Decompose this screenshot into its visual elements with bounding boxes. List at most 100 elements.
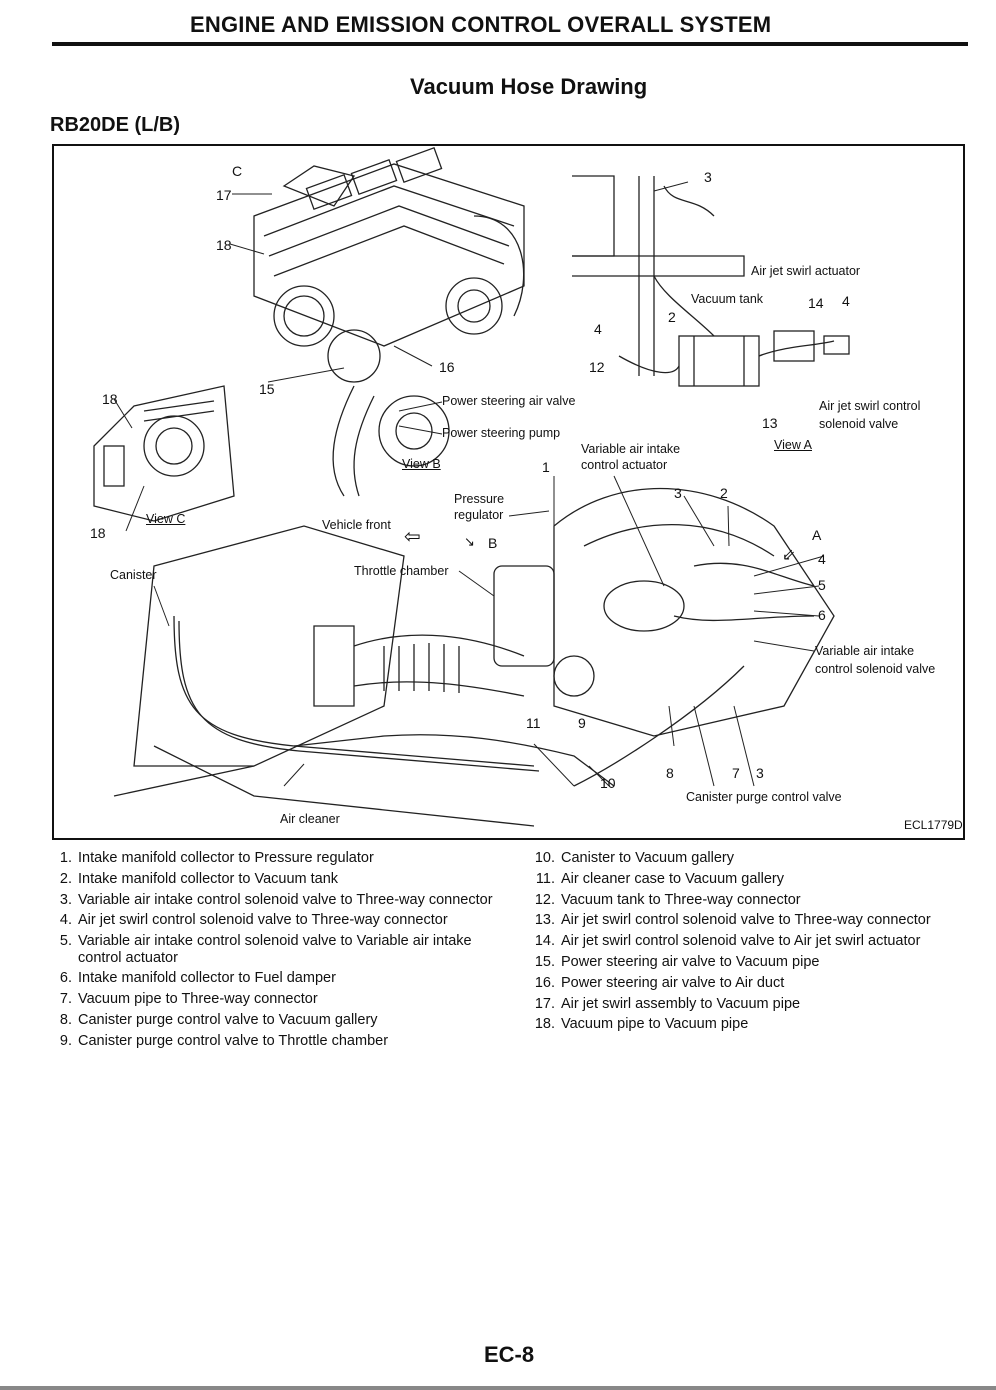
label-18-view-c: 18 bbox=[102, 391, 118, 407]
label-air-jet-swirl-actuator: Air jet swirl actuator bbox=[751, 264, 861, 278]
legend-item: 4.Air jet swirl control solenoid valve t… bbox=[50, 912, 500, 929]
page-title: Vacuum Hose Drawing bbox=[410, 74, 648, 99]
view-c-inset bbox=[93, 385, 235, 522]
label-4-right: 4 bbox=[818, 551, 826, 567]
legend-item-number: 7. bbox=[59, 991, 72, 1008]
label-3-bottom: 3 bbox=[756, 765, 764, 781]
label-var-air-intake-actuator-2: control actuator bbox=[581, 458, 668, 472]
legend-item-number: 4. bbox=[59, 912, 72, 929]
legend-item-number: 10. bbox=[534, 850, 555, 866]
legend-item-number: 6. bbox=[59, 970, 72, 987]
legend-item-number: 9. bbox=[59, 1032, 72, 1049]
legend-item-number: 17. bbox=[534, 995, 555, 1012]
legend-item-number: 5. bbox=[59, 933, 72, 950]
legend-item: 6. Intake manifold collector to Fuel damp… bbox=[50, 970, 500, 987]
label-4-left: 4 bbox=[594, 321, 602, 337]
legend-item-text: Canister purge control valve to Vacuum g… bbox=[78, 1012, 378, 1029]
label-18-bottom: 18 bbox=[90, 525, 106, 541]
legend-item-text: Variable air intake control solenoid val… bbox=[78, 891, 493, 908]
legend-item-text: Air cleaner case to Vacuum gallery bbox=[561, 870, 784, 887]
label-vehicle-front: Vehicle front bbox=[322, 518, 391, 532]
legend-item-text: Intake manifold collector to Pressure re… bbox=[78, 850, 374, 866]
legend-item-number: 16. bbox=[534, 974, 555, 991]
label-canister: Canister bbox=[110, 568, 157, 582]
legend-item: 2. Intake manifold collector to Vacuum ta… bbox=[50, 871, 500, 888]
legend-item: 5. Variable air intake control solenoid v… bbox=[50, 933, 500, 966]
label-4-view-a: 4 bbox=[842, 293, 850, 309]
vacuum-hose-diagram: C 17 18 3 Air jet swirl actuator Vacuum … bbox=[52, 144, 965, 840]
label-3-top: 3 bbox=[704, 169, 712, 185]
label-1: 1 bbox=[542, 459, 550, 475]
legend-item-text: Intake manifold collector to Fuel damper bbox=[78, 970, 336, 987]
label-16: 16 bbox=[439, 359, 455, 375]
model-heading: RB20DE (L/B) bbox=[50, 114, 181, 136]
label-15: 15 bbox=[259, 381, 275, 397]
header-rule bbox=[52, 42, 968, 46]
legend-item-number: 3. bbox=[59, 891, 72, 908]
legend-item: 16.Power steering air valve to Air duct bbox=[533, 975, 973, 992]
label-air-cleaner: Air cleaner bbox=[280, 812, 340, 826]
legend-item: 3. Variable air intake control solenoid v… bbox=[50, 892, 500, 909]
label-view-b: View B bbox=[402, 457, 441, 471]
vehicle-front-arrow-icon: ⇦ bbox=[404, 526, 421, 548]
legend-item-text: Air jet swirl assembly to Vacuum pipe bbox=[561, 995, 801, 1012]
view-a-arrow-icon: ⇙ bbox=[782, 547, 796, 564]
legend-item-text: Air jet swirl control solenoid valve to … bbox=[561, 933, 921, 950]
view-b-arrow-icon: ↘ bbox=[464, 534, 475, 549]
label-2-mid: 2 bbox=[720, 485, 728, 501]
page-number: EC-8 bbox=[484, 1342, 535, 1367]
label-12: 12 bbox=[589, 359, 605, 375]
label-5: 5 bbox=[818, 577, 826, 593]
label-b: B bbox=[488, 535, 498, 551]
legend-item: 17. Air jet swirl assembly to Vacuum pipe bbox=[533, 996, 973, 1013]
legend-item-text: Intake manifold collector to Vacuum tank bbox=[78, 870, 339, 887]
leader-lines bbox=[113, 181, 825, 787]
legend-item-number: 1. bbox=[59, 850, 72, 866]
label-vacuum-tank: Vacuum tank bbox=[691, 292, 764, 306]
legend-item: 10. Canister to Vacuum gallery bbox=[533, 850, 973, 867]
legend-item-text: Air jet swirl control solenoid valve to … bbox=[561, 912, 931, 929]
legend-item: 18. Vacuum pipe to Vacuum pipe bbox=[533, 1016, 973, 1033]
legend-right: 10. Canister to Vacuum gallery 11. Air clea… bbox=[533, 850, 973, 1037]
label-8: 8 bbox=[666, 765, 674, 781]
legend-item-text: Canister purge control valve to Throttle… bbox=[78, 1032, 389, 1049]
label-13: 13 bbox=[762, 415, 778, 431]
legend-item-number: 11. bbox=[535, 870, 555, 887]
legend-left: 1. Intake manifold collector to Pressure … bbox=[50, 850, 500, 1054]
label-3-mid: 3 bbox=[674, 485, 682, 501]
section-title: ENGINE AND EMISSION CONTROL OVERALL SYST… bbox=[190, 12, 772, 37]
legend-item-number: 2. bbox=[59, 870, 72, 887]
legend-item: 13. Air jet swirl control solenoid valve … bbox=[533, 912, 973, 929]
legend-item: 12.Vacuum tank to Three-way connector bbox=[533, 892, 973, 909]
legend-item-text: Vacuum tank to Three-way connector bbox=[561, 891, 801, 908]
legend-item-text: Power steering air valve to Vacuum pipe bbox=[561, 953, 820, 970]
label-pressure-1: Pressure bbox=[454, 492, 505, 506]
label-pressure-2: regulator bbox=[454, 508, 504, 522]
figure-ref-code: ECL1779D bbox=[904, 818, 963, 832]
legend-item-text: Vacuum pipe to Vacuum pipe bbox=[561, 1016, 749, 1033]
legend-item-text: Canister to Vacuum gallery bbox=[561, 850, 735, 866]
label-10: 10 bbox=[600, 775, 616, 791]
label-11: 11 bbox=[526, 715, 541, 731]
legend-item: 15. Power steering air valve to Vacuum pi… bbox=[533, 954, 973, 971]
legend-item: 11. Air cleaner case to Vacuum gallery bbox=[533, 871, 973, 888]
label-7: 7 bbox=[732, 765, 740, 781]
legend-item: 8.Canister purge control valve to Vacuum… bbox=[50, 1012, 500, 1029]
legend-item-number: 15. bbox=[534, 953, 555, 970]
label-17: 17 bbox=[216, 187, 232, 203]
label-air-jet-swirl-control-1: Air jet swirl control bbox=[819, 399, 921, 413]
label-canister-purge: Canister purge control valve bbox=[686, 790, 842, 804]
intake-assembly-drawing bbox=[113, 487, 835, 827]
bottom-rule bbox=[0, 1386, 996, 1390]
label-c: C bbox=[232, 163, 243, 179]
legend-item-text: Variable air intake control solenoid val… bbox=[78, 933, 472, 966]
legend-item-number: 14. bbox=[534, 933, 555, 950]
legend-item-number: 13. bbox=[534, 912, 555, 929]
label-var-solenoid-2: control solenoid valve bbox=[815, 662, 936, 676]
engine-illustration bbox=[93, 146, 850, 827]
legend-item-number: 18. bbox=[534, 1016, 555, 1033]
label-power-steering-air-valve: Power steering air valve bbox=[442, 394, 576, 408]
label-2-top: 2 bbox=[668, 309, 676, 325]
label-14: 14 bbox=[808, 295, 824, 311]
view-a-inset bbox=[572, 175, 850, 387]
